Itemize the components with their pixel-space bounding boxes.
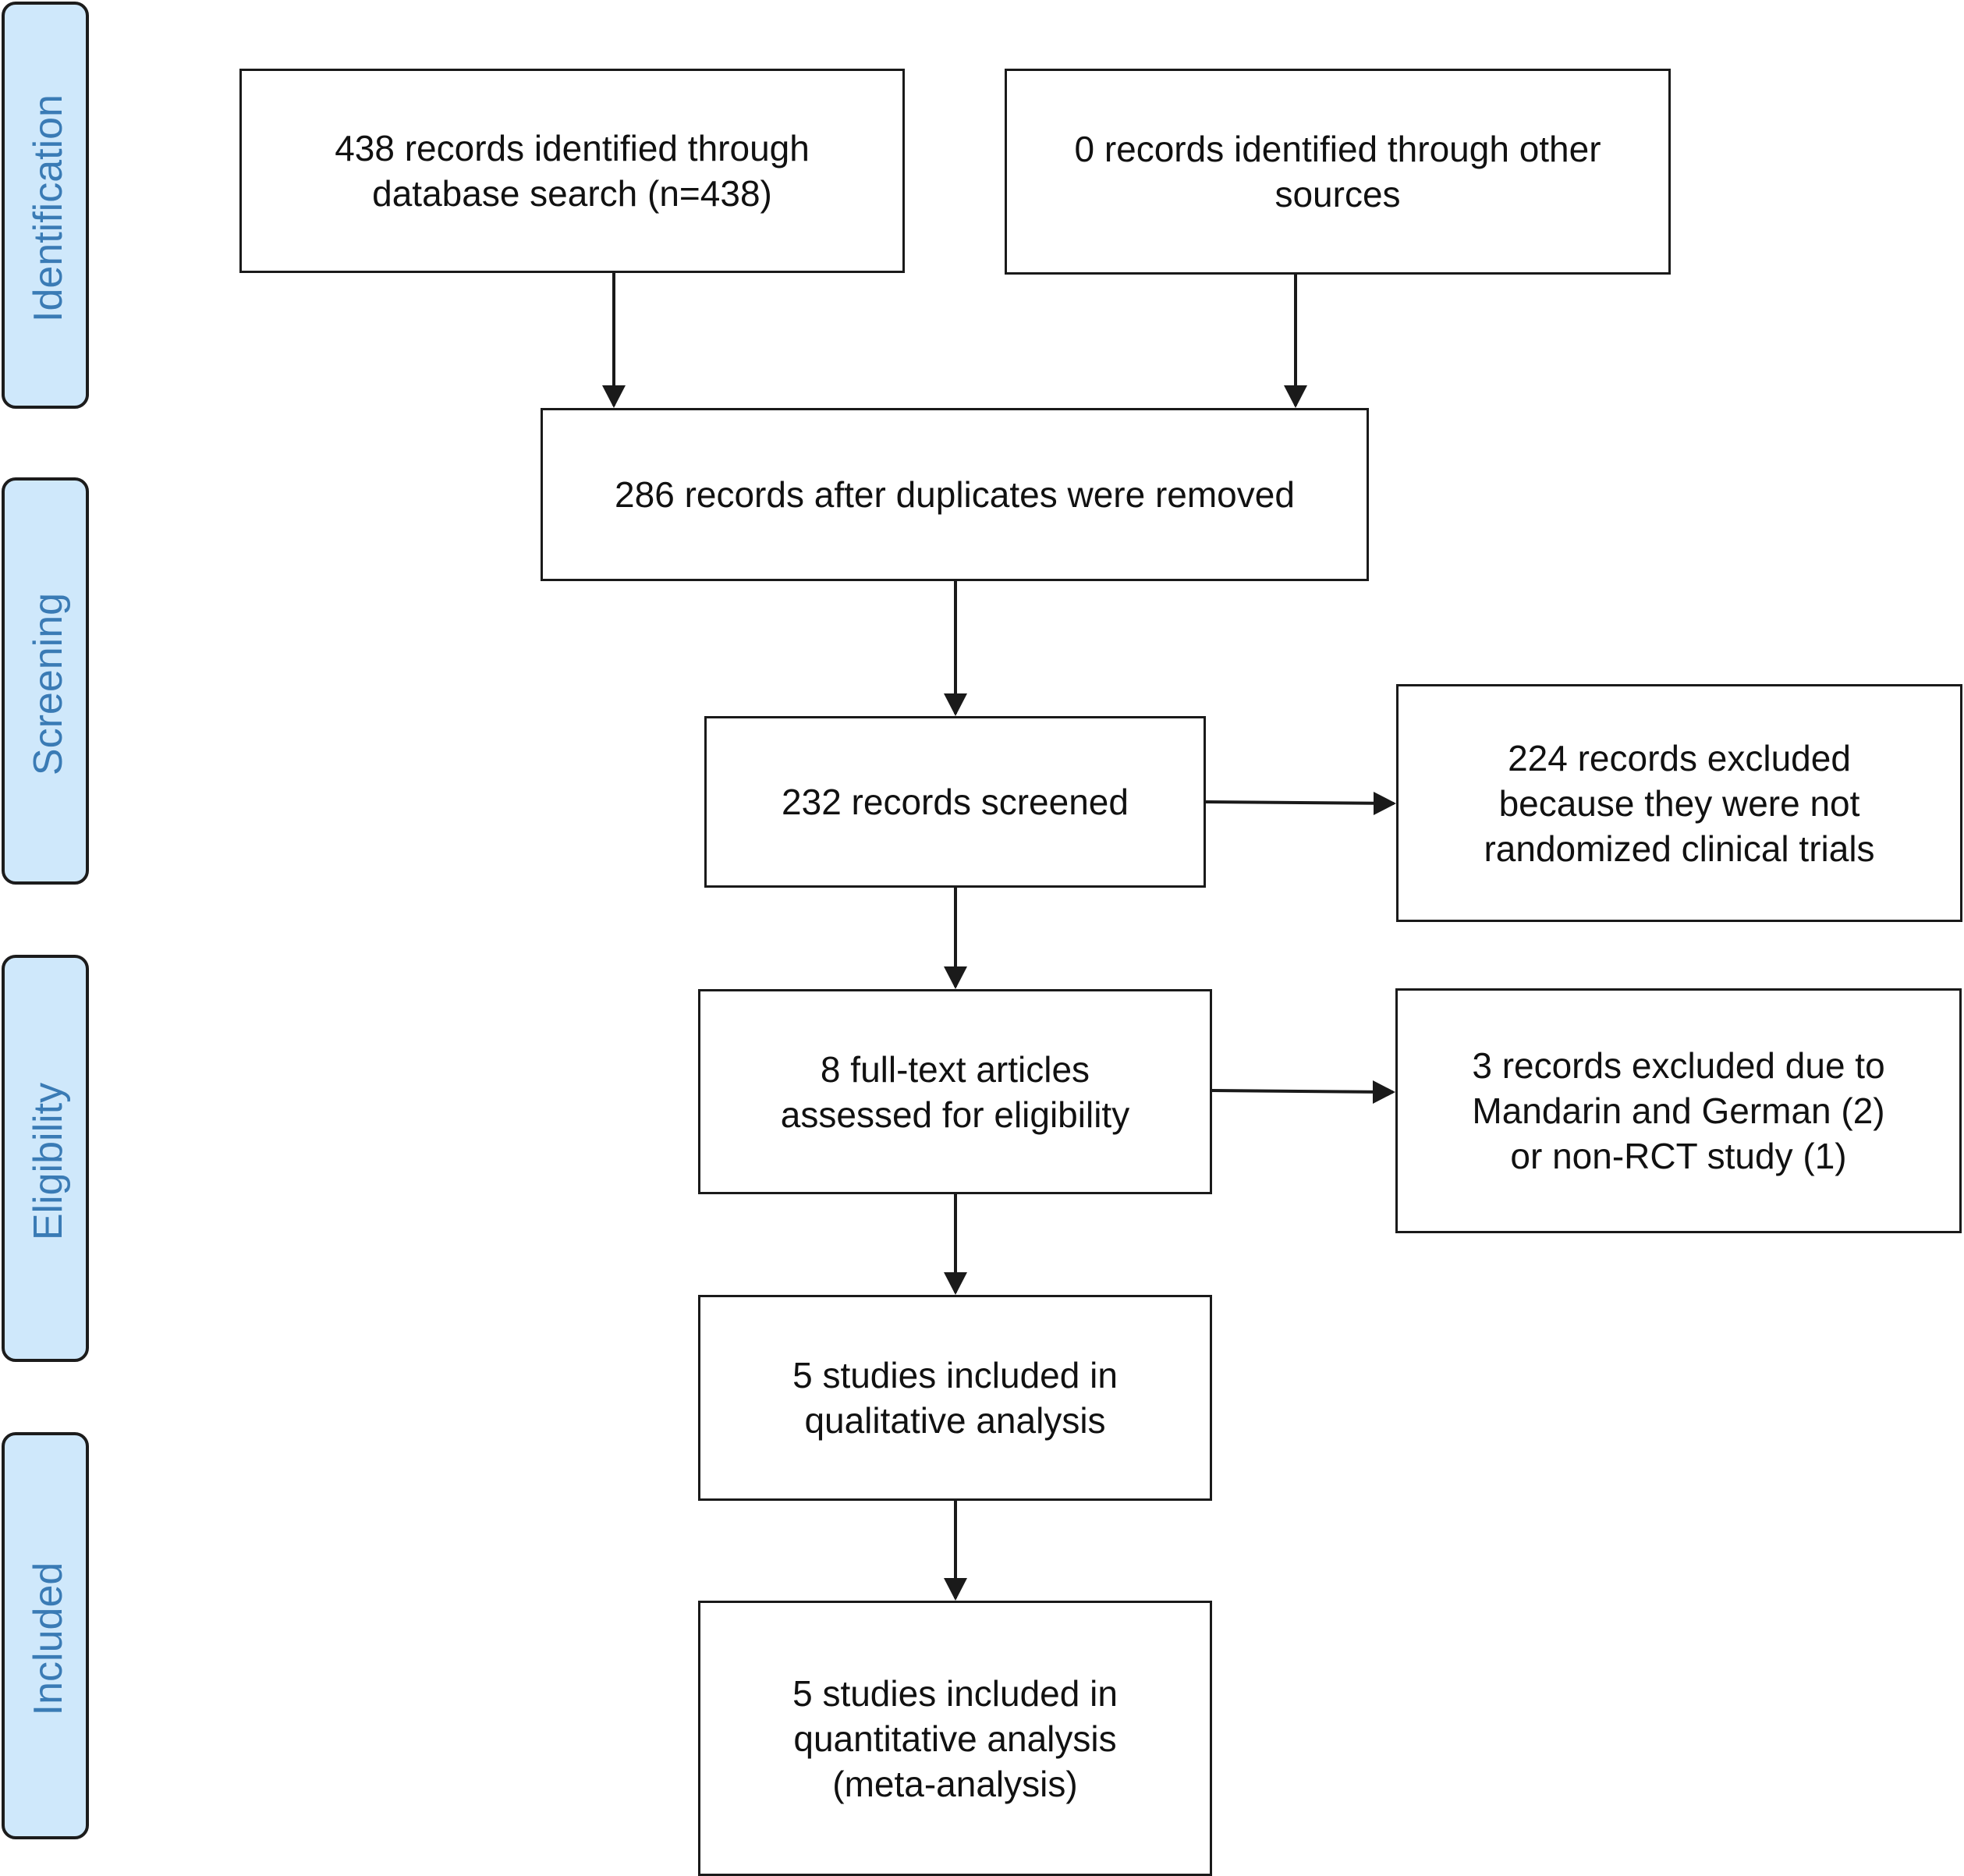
arrowhead-qualitative (944, 1272, 967, 1295)
excluded-not-rct-text: 224 records excluded because they were n… (1484, 737, 1875, 869)
arrowhead-other (1284, 385, 1307, 408)
phase-included: Included (2, 1432, 89, 1839)
quantitative-text: 5 studies included in quantitative analy… (792, 1672, 1118, 1804)
other-sources-text: 0 records identified through other sourc… (1074, 129, 1601, 215)
duplicates-removed-text: 286 records after duplicates were remove… (615, 474, 1295, 515)
phase-identification: Identification (2, 2, 89, 409)
arrowhead-fulltext (944, 966, 967, 989)
arrowhead-excluded-not-rct (1374, 792, 1396, 815)
box-fulltext-assessed: 8 full-text articles assessed for eligib… (698, 989, 1212, 1194)
phase-eligibility: Eligibility (2, 955, 89, 1362)
arrowhead-quantitative (944, 1578, 967, 1601)
arrow-fulltext-to-excluded (1211, 1089, 1394, 1094)
box-database-search: 438 records identified through database … (239, 69, 905, 273)
box-records-screened: 232 records screened (704, 716, 1206, 888)
box-excluded-not-rct: 224 records excluded because they were n… (1396, 684, 1962, 922)
arrow-screened-to-excluded (1205, 800, 1395, 805)
records-screened-text: 232 records screened (782, 782, 1129, 822)
box-quantitative: 5 studies included in quantitative analy… (698, 1601, 1212, 1876)
excluded-language-text: 3 records excluded due to Mandarin and G… (1472, 1045, 1885, 1176)
database-search-text: 438 records identified through database … (335, 128, 810, 214)
box-qualitative: 5 studies included in qualitative analys… (698, 1295, 1212, 1501)
box-duplicates-removed: 286 records after duplicates were remove… (541, 408, 1369, 581)
arrowhead-screened (944, 693, 967, 716)
arrowhead-database (602, 385, 626, 408)
phase-screening: Screening (2, 477, 89, 885)
qualitative-text: 5 studies included in qualitative analys… (792, 1355, 1118, 1441)
box-excluded-language: 3 records excluded due to Mandarin and G… (1395, 988, 1962, 1233)
box-other-sources: 0 records identified through other sourc… (1005, 69, 1671, 275)
fulltext-assessed-text: 8 full-text articles assessed for eligib… (780, 1048, 1130, 1135)
arrowhead-excluded-language (1373, 1080, 1395, 1104)
